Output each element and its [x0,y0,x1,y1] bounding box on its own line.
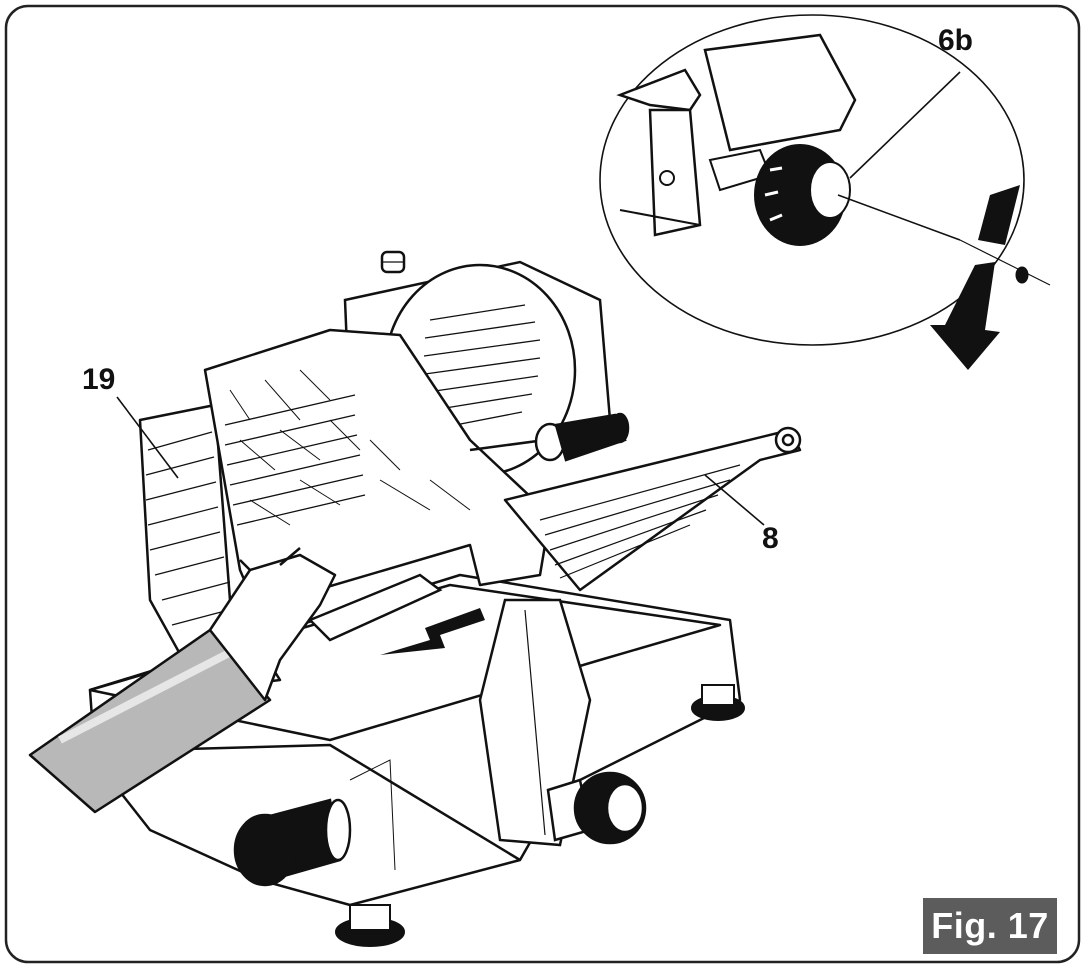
callout-leaders [116,71,961,526]
side-knob [546,771,647,845]
figure-frame [4,4,1081,964]
rotation-arrow [978,185,1020,245]
slicer-column [478,598,592,847]
callout-6b: 6b [938,24,974,57]
detail-inset [599,14,1051,370]
callout-19: 19 [82,363,116,396]
carriage-knob [469,412,630,462]
thickness-knob [233,759,396,887]
operator-arm [28,547,337,814]
carriage-handle [307,573,443,642]
callout-8: 8 [762,522,779,555]
carriage-tray [503,426,802,592]
pull-direction-arrow [380,608,485,655]
figure-number-badge: Fig. 17 [923,898,1057,954]
slicer-feet [335,684,745,947]
